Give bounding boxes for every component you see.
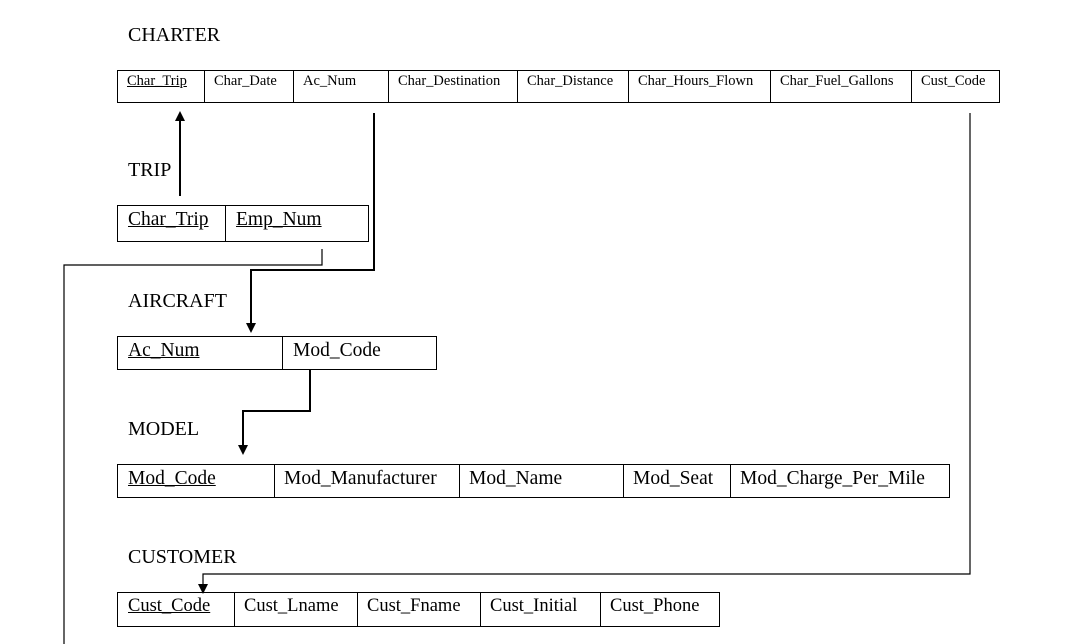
charter-field-char-destination: Char_Destination bbox=[389, 71, 518, 102]
trip-title: TRIP bbox=[128, 159, 172, 181]
aircraft-table: Ac_Num Mod_Code bbox=[117, 336, 437, 370]
trip-field-emp-num: Emp_Num bbox=[236, 209, 322, 230]
charter-field-cust-code: Cust_Code bbox=[921, 73, 986, 89]
customer-field-cust-fname: Cust_Fname bbox=[358, 593, 481, 626]
aircraft-field-mod-code: Mod_Code bbox=[293, 340, 381, 361]
model-field-mod-manufacturer: Mod_Manufacturer bbox=[275, 465, 460, 497]
link-aircraft-to-model bbox=[238, 370, 311, 455]
link-charter-to-aircraft bbox=[246, 113, 375, 333]
link-charter-to-customer bbox=[198, 113, 971, 594]
aircraft-field-ac-num: Ac_Num bbox=[118, 337, 283, 369]
charter-field-ac-num: Ac_Num bbox=[294, 71, 389, 102]
model-field-mod-seat: Mod_Seat bbox=[624, 465, 731, 497]
trip-table: Char_Trip Emp_Num bbox=[117, 205, 369, 242]
customer-title: CUSTOMER bbox=[128, 546, 237, 568]
charter-table: Char_Trip Char_Date Ac_Num Char_Destinat… bbox=[117, 70, 1000, 103]
customer-table: Cust_Code Cust_Lname Cust_Fname Cust_Ini… bbox=[117, 592, 720, 627]
charter-field-char-distance: Char_Distance bbox=[518, 71, 629, 102]
customer-field-cust-initial: Cust_Initial bbox=[481, 593, 601, 626]
model-field-mod-charge-per-mile: Mod_Charge_Per_Mile bbox=[740, 468, 925, 489]
charter-field-char-hours-flown: Char_Hours_Flown bbox=[629, 71, 771, 102]
link-trip-emp-num bbox=[63, 249, 323, 644]
charter-field-char-fuel-gallons: Char_Fuel_Gallons bbox=[771, 71, 912, 102]
charter-field-char-date: Char_Date bbox=[205, 71, 294, 102]
charter-title: CHARTER bbox=[128, 24, 221, 46]
trip-field-char-trip: Char_Trip bbox=[118, 206, 226, 241]
model-table: Mod_Code Mod_Manufacturer Mod_Name Mod_S… bbox=[117, 464, 950, 498]
aircraft-title: AIRCRAFT bbox=[128, 290, 227, 312]
model-field-mod-code: Mod_Code bbox=[118, 465, 275, 497]
customer-field-cust-lname: Cust_Lname bbox=[235, 593, 358, 626]
model-field-mod-name: Mod_Name bbox=[460, 465, 624, 497]
customer-field-cust-code: Cust_Code bbox=[118, 593, 235, 626]
customer-field-cust-phone: Cust_Phone bbox=[610, 596, 700, 616]
charter-field-char-trip: Char_Trip bbox=[118, 71, 205, 102]
model-title: MODEL bbox=[128, 418, 200, 440]
